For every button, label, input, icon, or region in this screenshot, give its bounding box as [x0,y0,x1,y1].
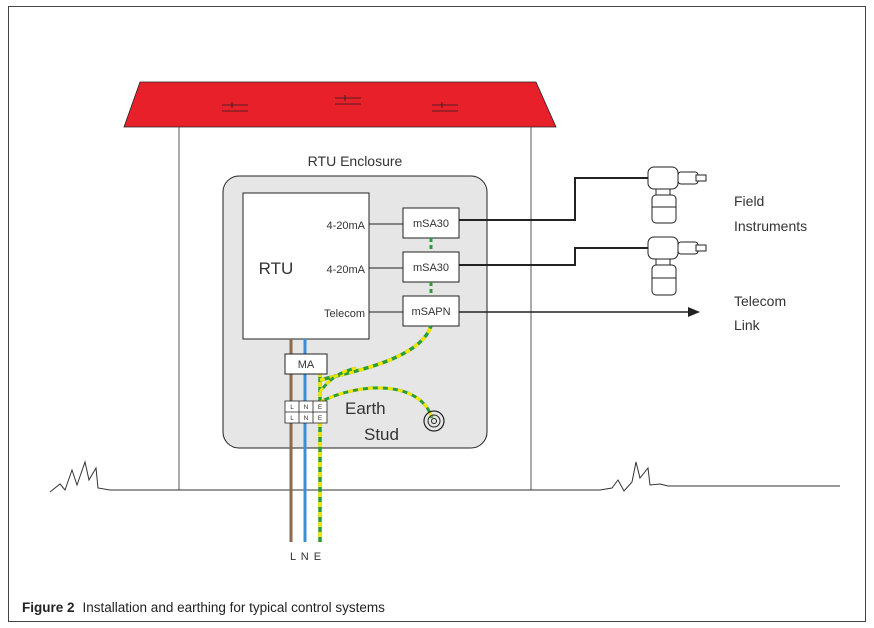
supply-lines-label: L N E [290,551,322,563]
building-walls [178,127,532,490]
earth-stud-label-line2: Stud [364,425,399,444]
rtu-box [242,192,370,340]
enclosure-title: RTU Enclosure [308,153,403,169]
earth-stud-label-line1: Earth [345,399,386,418]
barrier-box-2 [402,251,460,283]
terminal-top-n: N [304,404,309,411]
port-label-3: Telecom [324,308,365,320]
earth-bond-to-ma [318,366,357,393]
barrier-label-1: mSA30 [413,218,449,230]
barrier-box-3 [402,295,460,327]
earth-stud-icon [423,410,445,432]
figure-caption-text: Installation and earthing for typical co… [82,600,385,615]
field-instruments-label-line2: Instruments [734,218,807,234]
field-instruments-label-line1: Field [734,193,764,209]
field-instrument-icon-1 [647,166,707,224]
earth-bond-to-barriers [319,325,433,382]
barrier-box-1 [402,207,460,239]
telecom-link-label-line1: Telecom [734,293,786,309]
terminal-top-e: E [318,404,323,411]
figure-number: Figure 2 [22,600,75,615]
terminal-bottom-l: L [290,415,294,422]
field-wires [459,177,648,266]
earth-bond-to-stud [319,386,434,419]
terminal-bottom-e: E [318,415,323,422]
ground [49,460,840,493]
terminal-bottom-n: N [304,415,309,422]
barrier-label-3: mSAPN [411,306,450,318]
ma-label: MA [298,359,315,371]
port-label-2: 4-20mA [326,264,365,276]
figure-caption: Figure 2 Installation and earthing for ty… [22,600,385,615]
port-label-1: 4-20mA [326,220,365,232]
rtu-label: RTU [259,259,294,278]
telecom-arrowhead [688,307,700,317]
barrier-label-2: mSA30 [413,262,449,274]
signal-wires [369,223,403,313]
roof [123,81,557,128]
terminal-top-l: L [290,404,294,411]
figure-frame [8,6,866,622]
ma-box [284,353,328,375]
terminal-block [284,400,328,424]
telecom-link-label-line2: Link [734,317,761,333]
roof-vents [222,95,458,112]
field-instrument-icon-2 [647,236,707,296]
